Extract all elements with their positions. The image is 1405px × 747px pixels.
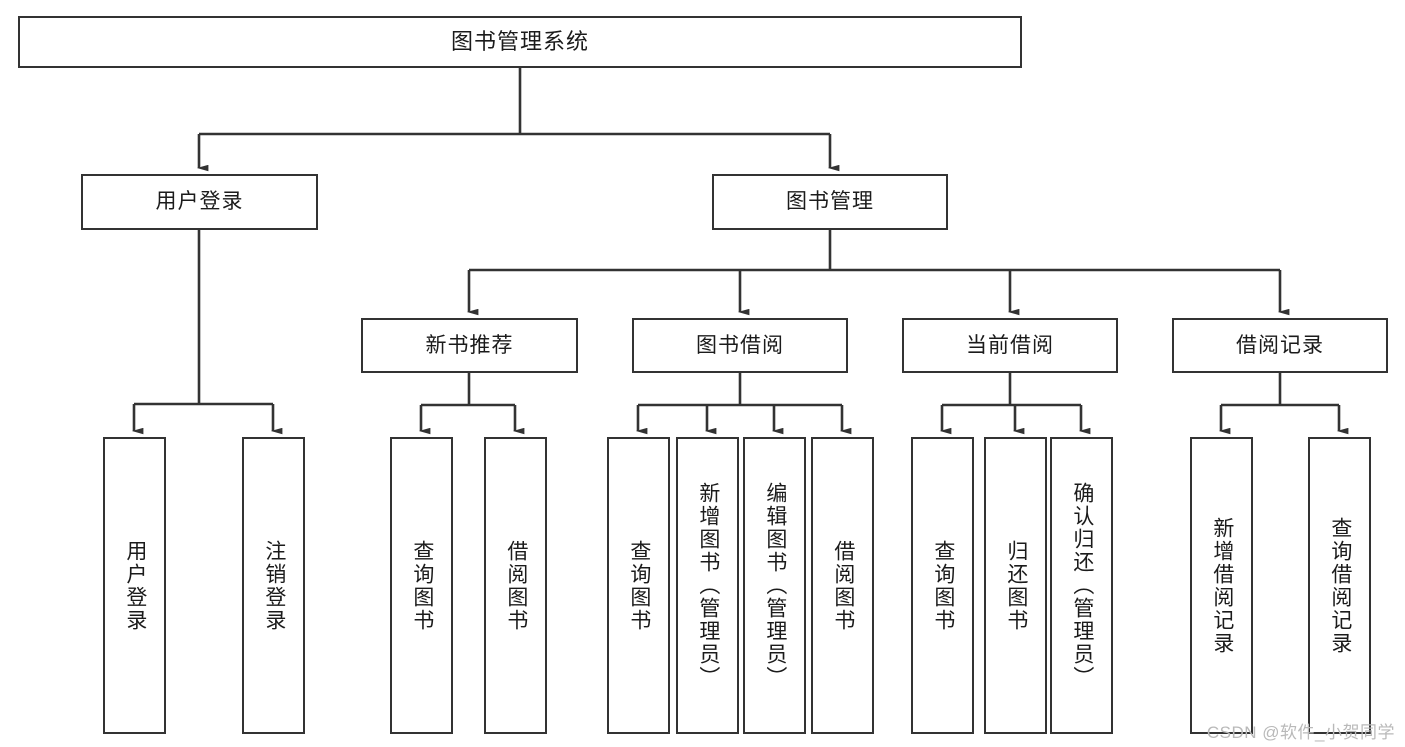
node-new-book-recommend[interactable]: 新书推荐 [361, 318, 578, 373]
node-leaf-query-record[interactable]: 查询借阅记录 [1308, 437, 1371, 734]
node-leaf-confirm-return[interactable]: 确认归还（管理员） [1050, 437, 1113, 734]
node-leaf-logout-label: 注销登录 [262, 539, 286, 632]
node-leaf-user-login[interactable]: 用户登录 [103, 437, 166, 734]
node-new-book-recommend-label: 新书推荐 [425, 333, 514, 357]
node-leaf-user-login-label: 用户登录 [123, 539, 147, 632]
node-leaf-return-book-label: 归还图书 [1004, 539, 1028, 632]
node-borrow-record[interactable]: 借阅记录 [1172, 318, 1388, 373]
node-leaf-confirm-return-label: 确认归还（管理员） [1070, 482, 1094, 689]
node-root-label: 图书管理系统 [450, 28, 589, 54]
current-borrow-connectors [939, 373, 1091, 435]
node-leaf-query-book-1[interactable]: 查询图书 [390, 437, 453, 734]
node-user-login-label: 用户登录 [155, 190, 244, 214]
node-book-borrow[interactable]: 图书借阅 [632, 318, 848, 373]
node-leaf-query-book-3[interactable]: 查询图书 [911, 437, 974, 734]
node-leaf-add-record-label: 新增借阅记录 [1210, 516, 1234, 655]
node-current-borrow-label: 当前借阅 [966, 333, 1054, 357]
node-leaf-return-book[interactable]: 归还图书 [984, 437, 1047, 734]
node-leaf-borrow-book-1[interactable]: 借阅图书 [484, 437, 547, 734]
node-root[interactable]: 图书管理系统 [18, 16, 1022, 68]
node-book-borrow-label: 图书借阅 [696, 333, 784, 357]
node-user-login[interactable]: 用户登录 [81, 174, 318, 230]
node-leaf-edit-book-label: 编辑图书（管理员） [763, 482, 787, 689]
node-leaf-logout[interactable]: 注销登录 [242, 437, 305, 734]
node-leaf-query-book-2[interactable]: 查询图书 [607, 437, 670, 734]
node-leaf-query-book-1-label: 查询图书 [410, 539, 434, 632]
borrow-record-connectors [1218, 373, 1349, 435]
node-book-manage-label: 图书管理 [786, 190, 874, 214]
node-current-borrow[interactable]: 当前借阅 [902, 318, 1118, 373]
user-login-connectors [131, 230, 283, 435]
node-leaf-query-record-label: 查询借阅记录 [1328, 516, 1352, 655]
book-borrow-connectors [635, 373, 852, 435]
node-book-manage[interactable]: 图书管理 [712, 174, 948, 230]
node-leaf-borrow-book-2-label: 借阅图书 [831, 539, 855, 632]
node-borrow-record-label: 借阅记录 [1236, 333, 1324, 357]
node-leaf-add-book[interactable]: 新增图书（管理员） [676, 437, 739, 734]
node-leaf-borrow-book-1-label: 借阅图书 [504, 539, 528, 632]
node-leaf-borrow-book-2[interactable]: 借阅图书 [811, 437, 874, 734]
node-leaf-add-book-label: 新增图书（管理员） [696, 482, 720, 689]
root-connectors [196, 68, 840, 172]
book-manage-connectors [466, 230, 1290, 316]
node-leaf-query-book-2-label: 查询图书 [627, 539, 651, 632]
node-leaf-query-book-3-label: 查询图书 [931, 539, 955, 632]
node-leaf-add-record[interactable]: 新增借阅记录 [1190, 437, 1253, 734]
node-leaf-edit-book[interactable]: 编辑图书（管理员） [743, 437, 806, 734]
new-book-recommend-connectors [418, 373, 525, 435]
